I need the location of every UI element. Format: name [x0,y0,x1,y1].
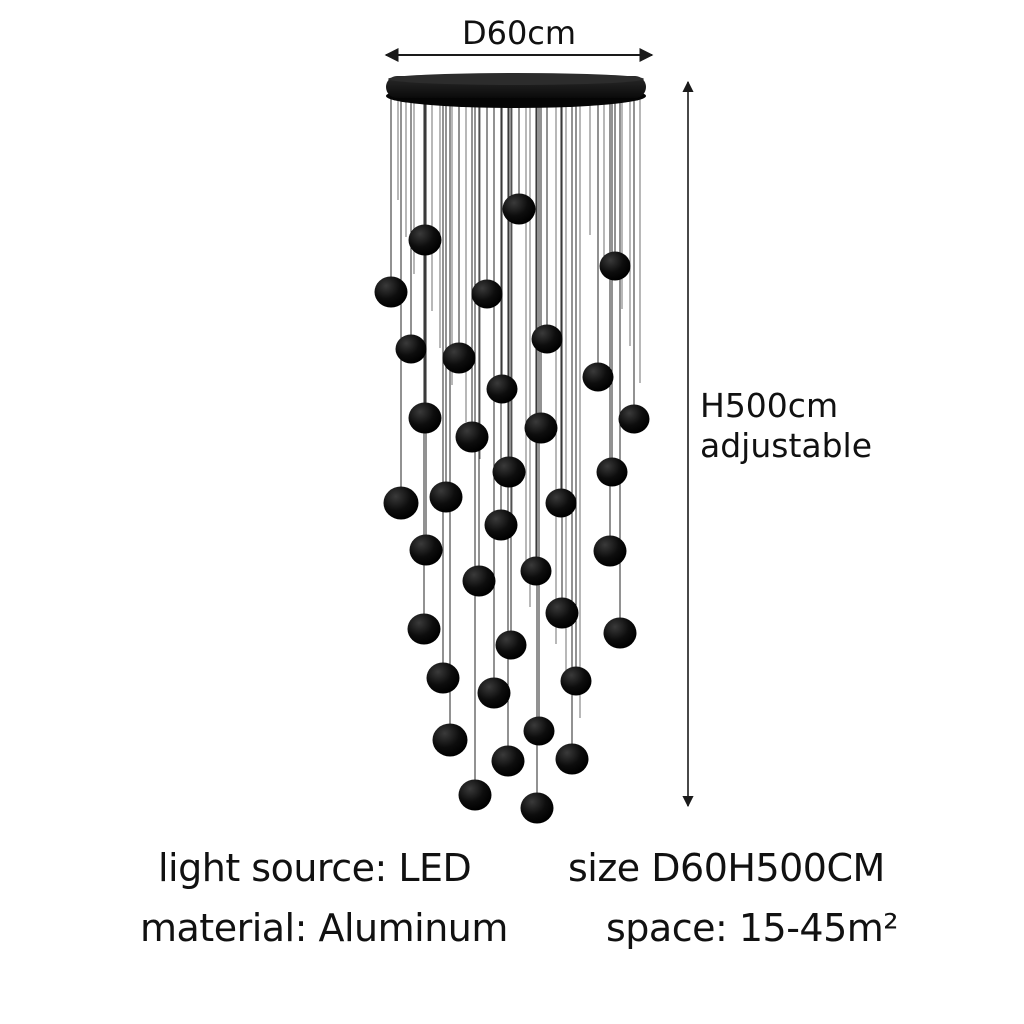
pendant-globe [520,792,554,824]
pendant-globe [462,565,496,597]
pendant-globe [426,662,460,694]
pendant-globe [408,224,442,256]
pendant-globe [486,374,518,404]
diameter-label: D60cm [461,14,577,52]
pendant-globe [545,488,577,518]
pendant-globe [596,457,628,487]
pendant-globe [582,362,614,392]
pendant-globe [555,743,589,775]
spec-space: space: 15-45m² [606,906,899,950]
spec-size: size D60H500CM [568,846,885,890]
pendant-globe [458,779,492,811]
pendant-globe [477,677,511,709]
pendant-globe [531,324,563,354]
ceiling-canopy [386,73,646,108]
pendant-globe [442,342,476,374]
pendant-globe [471,279,503,309]
pendant-globe [484,509,518,541]
height-label: H500cm [700,386,839,425]
pendant-globe [408,402,442,434]
pendant-globe [429,481,463,513]
pendant-globe [599,251,631,281]
pendant-globes [374,193,650,824]
pendant-globe [593,535,627,567]
pendant-globe [524,412,558,444]
pendant-globe [455,421,489,453]
pendant-globe [502,193,536,225]
pendant-globe [383,486,419,520]
height-note: adjustable [700,426,873,465]
pendant-globe [492,456,526,488]
pendant-globe [545,597,579,629]
spec-light-source: light source: LED [158,846,472,890]
pendant-globe [560,666,592,696]
pendant-globe [432,723,468,757]
pendant-globe [520,556,552,586]
pendant-globe [618,404,650,434]
pendant-globe [395,334,427,364]
height-label-block: H500cm adjustable [700,386,872,466]
pendant-globe [603,617,637,649]
pendant-globe [407,613,441,645]
spec-material: material: Aluminum [140,906,508,950]
pendant-globe [523,716,555,746]
pendant-globe [495,630,527,660]
pendant-globe [491,745,525,777]
pendant-globe [374,276,408,308]
pendant-globe [409,534,443,566]
